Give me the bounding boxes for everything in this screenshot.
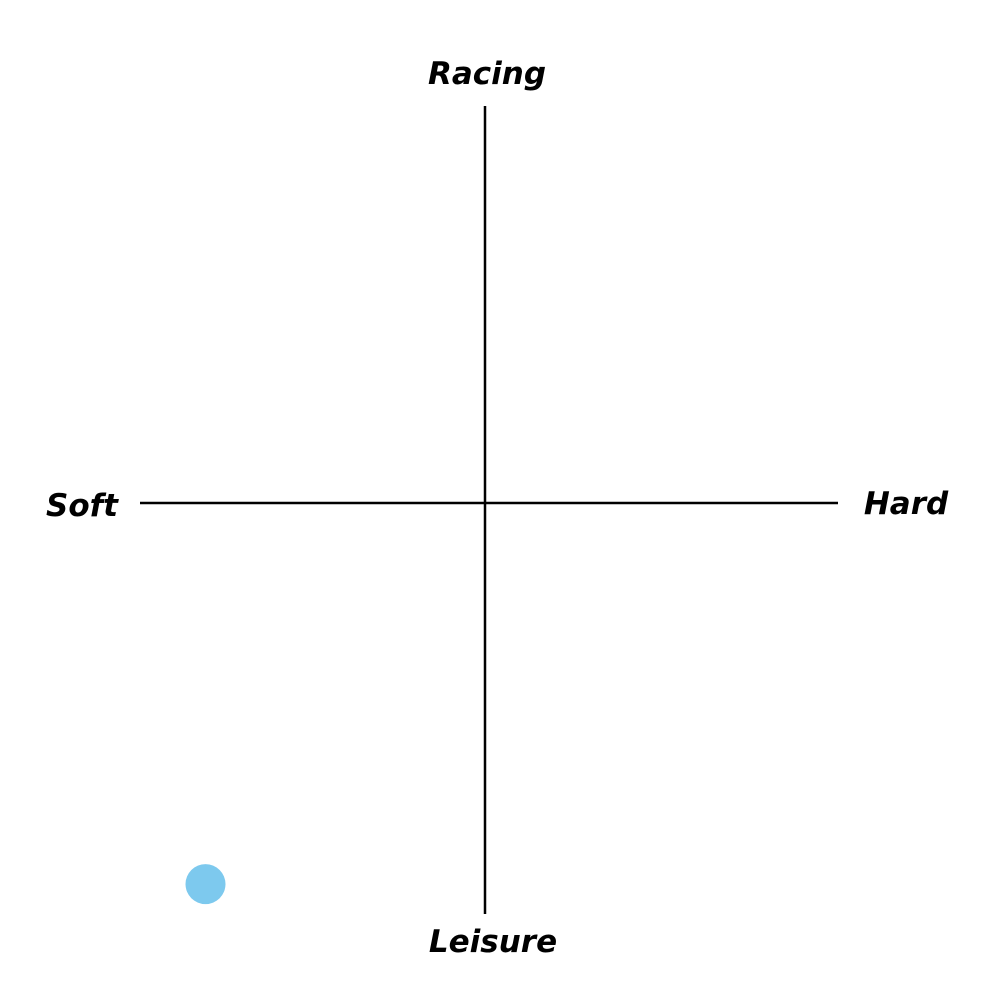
axis-label-bottom: Leisure — [429, 924, 557, 960]
axis-label-right: Hard — [864, 486, 949, 522]
axis-label-left: Soft — [46, 488, 119, 524]
data-point — [185, 864, 226, 905]
axis-label-top: Racing — [428, 56, 546, 92]
data-points — [185, 864, 226, 905]
